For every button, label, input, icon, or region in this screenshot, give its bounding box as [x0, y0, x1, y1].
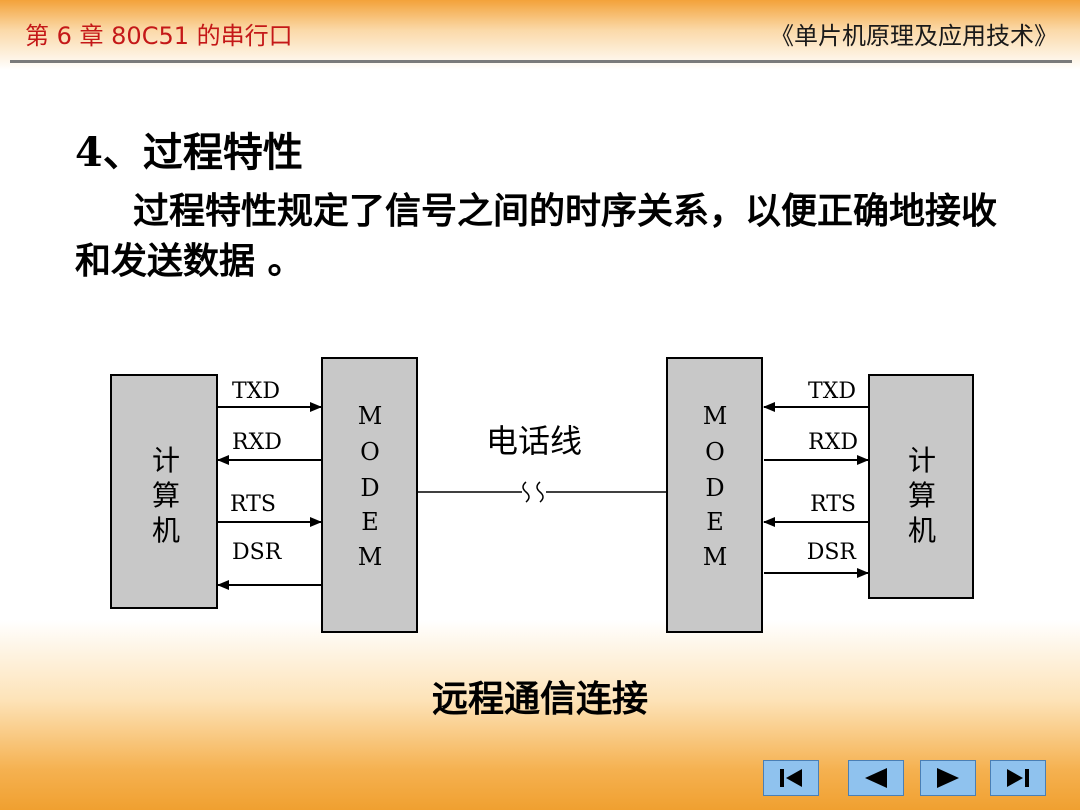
header-divider: [10, 60, 1072, 63]
phone-line-label: 电话线: [486, 422, 582, 460]
right-modem-letter: M: [703, 543, 728, 571]
left-computer-char: 机: [152, 514, 180, 547]
left-modem-letter: O: [360, 438, 380, 466]
left-modem-letter: M: [358, 402, 383, 430]
left-signal-label: RXD: [232, 430, 282, 455]
right-modem-letter: D: [705, 474, 724, 502]
arrow-right-icon: [937, 768, 959, 788]
skip-first-icon: [780, 769, 802, 787]
diagram-caption: 远程通信连接: [431, 678, 648, 720]
next-page-button[interactable]: [920, 760, 976, 796]
right-modem-letter: M: [703, 402, 728, 430]
left-modem-letter: E: [361, 508, 379, 536]
last-page-button[interactable]: [990, 760, 1046, 796]
right-modem-letter: E: [706, 508, 724, 536]
arrow-left-icon: [865, 768, 887, 788]
left-modem-box: [321, 357, 418, 633]
left-modem-letter: M: [358, 543, 383, 571]
book-title: 《单片机原理及应用技术》: [770, 22, 1058, 50]
previous-page-button[interactable]: [848, 760, 904, 796]
right-signal-label: TXD: [808, 379, 856, 404]
left-signal-label: TXD: [232, 379, 280, 404]
first-page-button[interactable]: [763, 760, 819, 796]
right-modem-letter: O: [705, 438, 725, 466]
right-computer-char: 机: [908, 514, 936, 547]
left-computer-char: 计: [152, 444, 180, 477]
chapter-title: 第 6 章 80C51 的串行口: [25, 22, 293, 50]
right-signal-label: DSR: [807, 540, 858, 565]
phone-line: [418, 481, 666, 503]
right-computer-char: 算: [908, 479, 936, 512]
right-computer-char: 计: [908, 444, 936, 477]
section-paragraph: 过程特性规定了信号之间的时序关系，以便正确地接收和发送数据 。: [75, 190, 998, 282]
right-modem-box: [666, 357, 763, 633]
left-modem-letter: D: [360, 474, 379, 502]
left-computer-char: 算: [152, 479, 180, 512]
right-signal-label: RXD: [808, 430, 858, 455]
right-computer-box: [868, 374, 974, 599]
skip-last-icon: [1007, 769, 1029, 787]
right-signal-label: RTS: [810, 492, 856, 517]
left-signal-label: DSR: [232, 540, 283, 565]
left-computer-box: [110, 374, 218, 609]
left-signal-label: RTS: [230, 492, 276, 517]
section-heading: 4、过程特性: [75, 129, 303, 176]
